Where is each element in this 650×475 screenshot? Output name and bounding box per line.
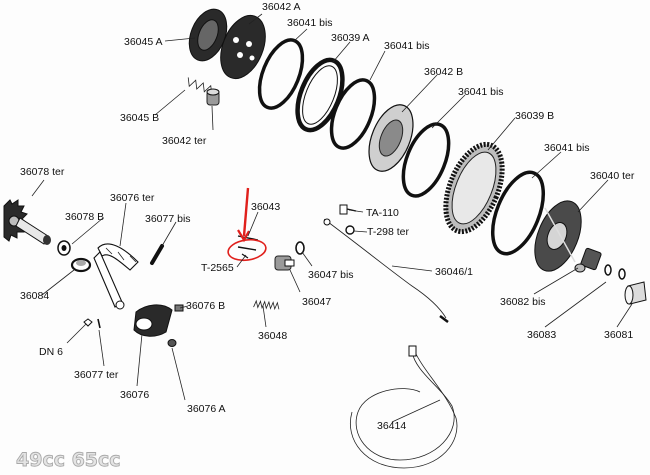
label-36039b: 36039 B (515, 110, 554, 122)
part-36040ter-hub (534, 200, 582, 272)
label-36039a: 36039 A (331, 32, 370, 44)
part-36083-rings (604, 264, 626, 280)
label-36076a: 36076 A (187, 403, 226, 415)
part-36046-1-rod (323, 218, 449, 323)
label-36042b: 36042 B (424, 66, 463, 78)
part-36084-ring (70, 257, 92, 273)
part-36076b-screw (174, 304, 184, 312)
part-36041bis-ring-3 (401, 122, 451, 198)
part-36047bis-washer (295, 241, 305, 255)
part-36045a-disc (188, 8, 228, 62)
label-36076: 36076 (120, 389, 149, 401)
part-36041bis-ring-4 (490, 170, 546, 256)
part-ta110-bolt (339, 204, 357, 215)
label-36047bis: 36047 bis (308, 269, 354, 281)
label-t298ter: T-298 ter (367, 226, 410, 238)
label-36040ter: 36040 ter (590, 170, 635, 182)
label-36077bis: 36077 bis (145, 213, 191, 225)
part-36077bis-pin (150, 244, 164, 265)
label-36045a: 36045 A (124, 36, 163, 48)
label-36414: 36414 (377, 420, 406, 432)
part-36048-spring (253, 299, 280, 311)
label-36041bis-2: 36041 bis (384, 40, 430, 52)
watermark-engine-sizes: 49cc 65cc (16, 449, 121, 471)
part-36077ter-pin (97, 318, 101, 329)
label-36041bis-4: 36041 bis (544, 142, 590, 154)
part-36414-cable (350, 345, 458, 469)
label-36045b: 36045 B (120, 112, 159, 124)
part-36076ter-lever (93, 243, 139, 310)
label-36042ter: 36042 ter (162, 135, 207, 147)
label-t2565: T-2565 (201, 262, 234, 274)
part-36078ter-sprocket (3, 199, 51, 245)
label-36083: 36083 (527, 329, 556, 341)
part-36076-cam (133, 304, 173, 337)
part-36042ter-cap (206, 88, 220, 106)
part-36039b-gear (443, 141, 505, 235)
part-t2565-pin (237, 246, 257, 259)
label-36076b: 36076 B (186, 300, 225, 312)
label-36077ter: 36077 ter (74, 369, 119, 381)
highlight-marker (227, 187, 267, 262)
label-36048: 36048 (258, 330, 287, 342)
part-36041bis-ring-2 (329, 78, 377, 150)
part-36042b-plate (368, 104, 414, 172)
label-36081: 36081 (604, 329, 633, 341)
part-t298ter-ring (345, 225, 355, 235)
part-36081-bushing (624, 281, 647, 305)
label-36043: 36043 (251, 201, 280, 213)
label-36047: 36047 (302, 296, 331, 308)
part-dn6-screw (83, 318, 93, 327)
part-36076a-nut (167, 339, 177, 347)
part-labels: 36042 A 36045 A 36041 bis 36039 A 36041 … (20, 1, 635, 432)
part-36047-adjuster (274, 255, 295, 271)
label-36078ter: 36078 ter (20, 166, 65, 178)
label-36041bis-3: 36041 bis (458, 86, 504, 98)
label-ta110: TA-110 (366, 207, 399, 219)
part-36082bis-bolt (574, 247, 602, 273)
label-36082bis: 36082 bis (500, 296, 546, 308)
leader-lines (31, 13, 633, 423)
label-36084: 36084 (20, 290, 49, 302)
label-36041bis-1: 36041 bis (287, 17, 333, 29)
label-36076ter: 36076 ter (110, 192, 155, 204)
part-36042a-plate (220, 14, 266, 80)
label-36046-1: 36046/1 (435, 266, 473, 278)
label-36042a: 36042 A (262, 1, 301, 13)
label-36078b: 36078 B (65, 211, 104, 223)
part-36078b-washer (57, 240, 71, 256)
label-dn6: DN 6 (39, 346, 63, 358)
part-36045b-spring (187, 77, 213, 95)
